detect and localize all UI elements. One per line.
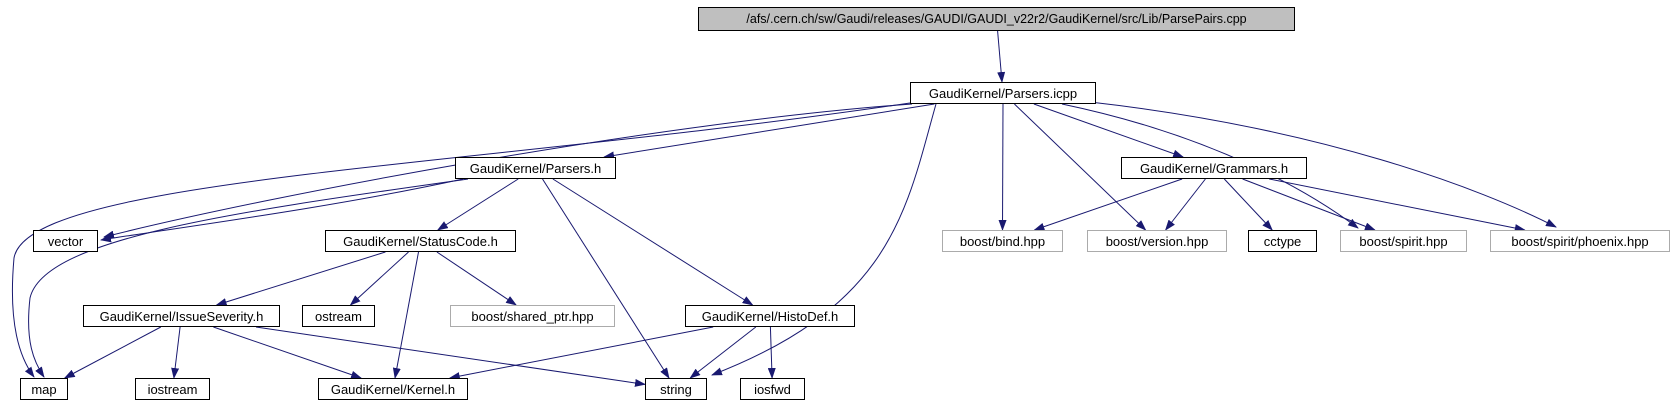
edge-parsers_icpp-grammars_h: [1033, 103, 1185, 158]
edge-histodef_h-string: [689, 326, 757, 379]
edge-parsepairs_cpp-parsers_icpp: [997, 30, 1006, 83]
edge-grammars_h-version_hpp: [1164, 178, 1206, 231]
edge-parsers_icpp-bind_hpp: [998, 103, 1007, 231]
node-statuscode-h[interactable]: GaudiKernel/StatusCode.h: [325, 230, 516, 252]
edge-statuscode_h-issueseverity_h: [215, 251, 386, 306]
edge-statuscode_h-kernel_h: [392, 251, 419, 379]
node-parsepairs-cpp: /afs/.cern.ch/sw/Gaudi/releases/GAUDI/GA…: [698, 7, 1295, 31]
node-ostream: ostream: [302, 305, 375, 327]
node-histodef-h[interactable]: GaudiKernel/HistoDef.h: [685, 305, 855, 327]
node-grammars-h[interactable]: GaudiKernel/Grammars.h: [1121, 157, 1307, 179]
node-spirit-hpp: boost/spirit.hpp: [1340, 230, 1467, 252]
edge-parsers_icpp-version_hpp: [1014, 103, 1147, 231]
edge-histodef_h-iosfwd: [767, 326, 776, 379]
edge-grammars_h-spirit_hpp: [1242, 178, 1376, 231]
node-version-hpp: boost/version.hpp: [1087, 230, 1227, 252]
node-phoenix-hpp: boost/spirit/phoenix.hpp: [1490, 230, 1670, 252]
node-bind-hpp: boost/bind.hpp: [942, 230, 1063, 252]
edge-parsers_icpp-phoenix_hpp: [1089, 101, 1557, 228]
node-iosfwd: iosfwd: [740, 378, 805, 400]
node-vector: vector: [33, 230, 98, 252]
node-cctype: cctype: [1248, 230, 1317, 252]
edge-grammars_h-phoenix_hpp: [1269, 178, 1526, 232]
edge-issueseverity_h-map: [63, 326, 162, 379]
edge-grammars_h-bind_hpp: [1033, 178, 1183, 231]
node-map: map: [20, 378, 68, 400]
node-iostream: iostream: [135, 378, 210, 400]
edge-parsers_h-statuscode_h: [436, 178, 519, 231]
node-kernel-h[interactable]: GaudiKernel/Kernel.h: [318, 378, 468, 400]
node-parsers-h[interactable]: GaudiKernel/Parsers.h: [455, 157, 616, 179]
edge-statuscode_h-shared_ptr_hpp: [436, 251, 517, 306]
node-parsers-icpp[interactable]: GaudiKernel/Parsers.icpp: [910, 82, 1096, 104]
edge-parsers_h-histodef_h: [552, 178, 754, 306]
node-string: string: [645, 378, 707, 400]
edge-parsers_h-map: [28, 178, 469, 378]
edge-statuscode_h-ostream: [349, 251, 409, 306]
edge-parsers_icpp-parsers_h: [603, 103, 935, 160]
edge-histodef_h-kernel_h: [448, 326, 714, 381]
edge-issueseverity_h-kernel_h: [213, 326, 363, 379]
edge-parsers_icpp-string: [711, 103, 937, 376]
node-issueseverity-h[interactable]: GaudiKernel/IssueSeverity.h: [83, 305, 280, 327]
edge-issueseverity_h-string: [255, 326, 646, 387]
edge-grammars_h-cctype: [1223, 178, 1273, 231]
edge-issueseverity_h-iostream: [171, 326, 181, 379]
edge-parsers_h-vector: [100, 178, 464, 243]
edge-parsers_icpp-map: [11, 102, 911, 378]
node-shared-ptr-hpp: boost/shared_ptr.hpp: [450, 305, 615, 327]
edge-parsers_h-string: [542, 178, 670, 379]
